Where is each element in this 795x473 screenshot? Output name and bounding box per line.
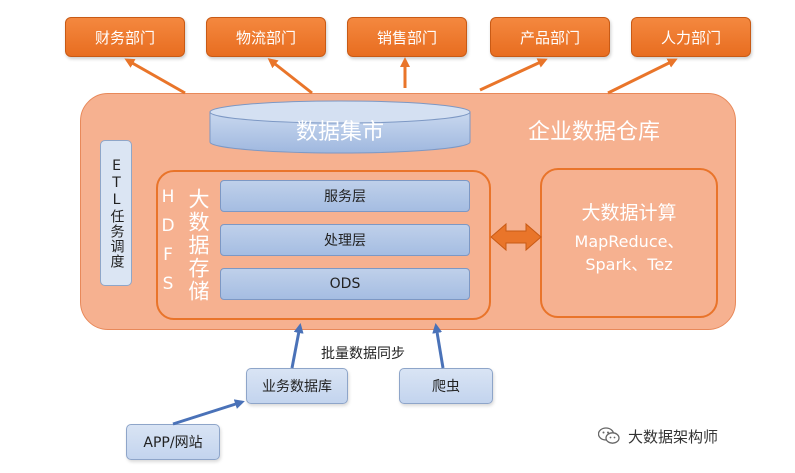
compute-frameworks: MapReduce、Spark、Tez (574, 232, 684, 274)
hdfs-label: HDFS (158, 187, 178, 303)
watermark: 大数据架构师 (597, 423, 778, 449)
hdfs-storage-box (156, 170, 491, 320)
warehouse-title: 企业数据仓库 (528, 120, 661, 145)
batch-sync-label: 批量数据同步 (321, 346, 405, 362)
arrow-to-finance (124, 58, 186, 95)
business-db-box: 业务数据库 (246, 368, 348, 404)
arrow-crawler-to-hdfs (432, 323, 445, 369)
layer-processing: 处理层 (220, 224, 470, 256)
dept-logistics: 物流部门 (206, 17, 326, 57)
app-site-box: APP/网站 (126, 424, 220, 460)
arrow-to-product (479, 58, 548, 92)
etl-scheduler: ETL任务调度 (100, 140, 132, 286)
arrow-to-logistics (267, 58, 313, 95)
layer-service: 服务层 (220, 180, 470, 212)
compute-title: 大数据计算 (581, 202, 677, 224)
arrow-app-to-db (172, 399, 245, 426)
arrow-db-to-hdfs (290, 323, 304, 369)
dept-finance: 财务部门 (65, 17, 185, 57)
compute-box (540, 168, 718, 318)
layer-ods: ODS (220, 268, 470, 300)
dept-hr: 人力部门 (631, 17, 751, 57)
arrow-to-hr (607, 58, 678, 95)
watermark-text: 大数据架构师 (628, 427, 719, 446)
wechat-icon (597, 427, 620, 445)
crawler-box: 爬虫 (399, 368, 493, 404)
data-mart-label: 数据集市 (295, 120, 384, 145)
dept-sales: 销售部门 (347, 17, 467, 57)
storage-compute-double-arrow (490, 222, 542, 252)
dept-product: 产品部门 (490, 17, 610, 57)
hdfs-storage-label: 大数据存储 (186, 187, 210, 303)
